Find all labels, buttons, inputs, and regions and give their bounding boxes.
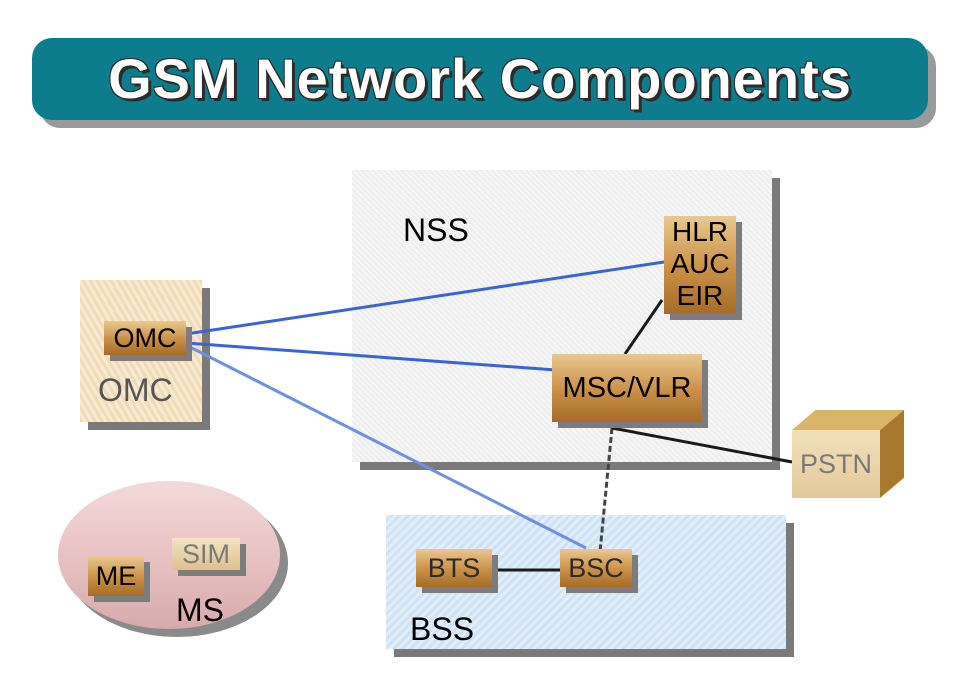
link-omc-hlr	[185, 260, 665, 336]
link-msc-bsc	[598, 427, 614, 553]
omc-region-label: OMC	[98, 372, 173, 408]
me-box: ME	[88, 556, 144, 596]
eir-label: EIR	[676, 280, 724, 311]
link-omc-msc	[185, 341, 557, 372]
pstn-cube-top	[792, 410, 904, 430]
link-msc-pstn	[611, 426, 793, 464]
omc-box: OMC	[104, 321, 186, 355]
nss-label: NSS	[403, 212, 469, 248]
sim-box: SIM	[172, 538, 240, 570]
ms-label: MS	[176, 592, 224, 628]
pstn-box: PSTN	[792, 430, 880, 498]
bsc-box: BSC	[560, 549, 632, 587]
page-title: GSM Network Components	[108, 47, 852, 110]
bss-label: BSS	[410, 611, 475, 647]
ms-region	[58, 481, 280, 629]
bts-box: BTS	[416, 549, 492, 587]
hlr-auc-eir-box: HLR AUC EIR	[664, 216, 736, 314]
hlr-label: HLR	[671, 216, 728, 247]
link-hlr-msc	[623, 299, 664, 355]
title-bar	[32, 38, 928, 120]
msc-vlr-box: MSC/VLR	[552, 354, 702, 422]
auc-label: AUC	[670, 248, 730, 279]
link-omc-bsc	[185, 343, 587, 550]
